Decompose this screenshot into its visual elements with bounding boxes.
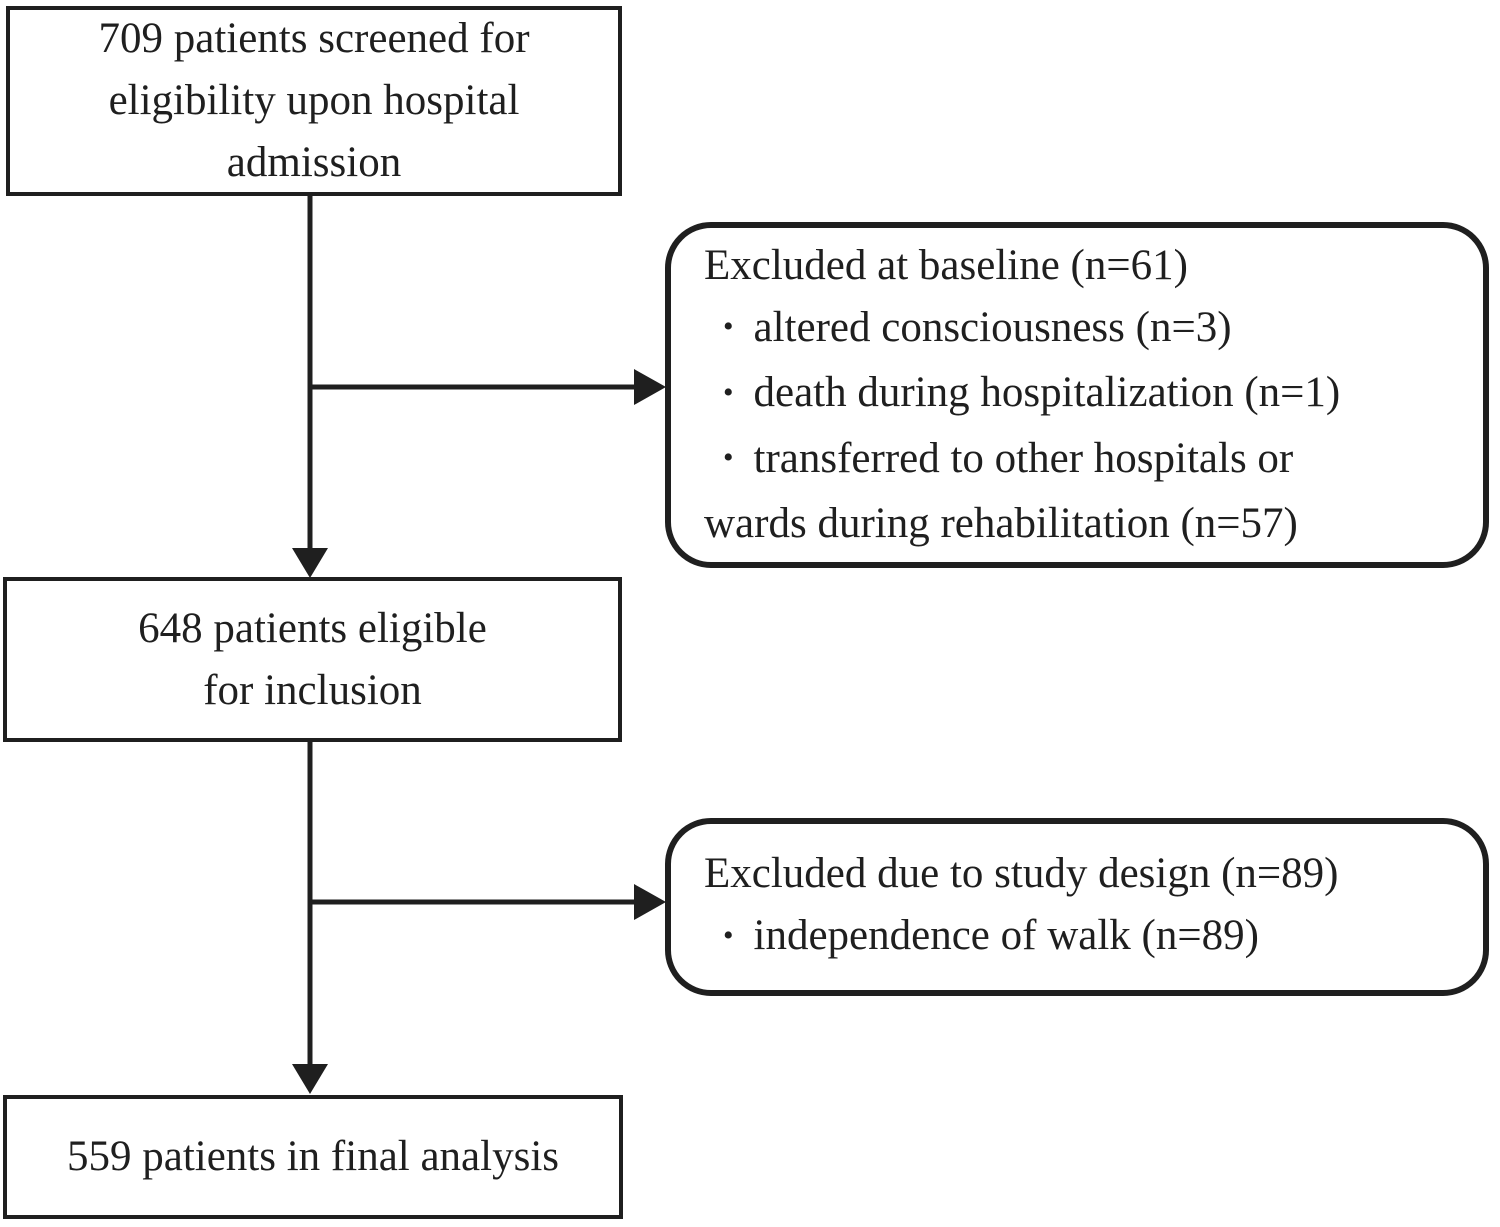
bullet-icon: • (723, 918, 734, 952)
excluded-baseline-title: Excluded at baseline (n=61) (704, 242, 1188, 290)
node-excluded-baseline: Excluded at baseline (n=61) • altered con… (665, 222, 1489, 568)
arrowhead-right-baseline-icon (634, 369, 666, 405)
excluded-baseline-item: • altered consciousness (n=3) (704, 297, 1473, 362)
node-screened-line-1: 709 patients screened for (98, 15, 530, 62)
excluded-baseline-item-text: transferred to other hospitals or (753, 434, 1294, 482)
arrowhead-down-final-icon (292, 1064, 328, 1094)
bullet-icon: • (723, 375, 734, 409)
node-eligible-line-2: for inclusion (203, 666, 422, 714)
excluded-design-item-text: independence of walk (n=89) (753, 912, 1259, 960)
bullet-icon: • (723, 310, 734, 344)
node-eligible-line-1: 648 patients eligible (138, 604, 487, 652)
arrowhead-down-eligible-icon (292, 548, 328, 578)
excluded-baseline-item-text: altered consciousness (n=3) (753, 304, 1232, 352)
excluded-design-item: • independence of walk (n=89) (704, 905, 1473, 970)
node-final-analysis: 559 patients in final analysis (3, 1095, 623, 1219)
excluded-design-title: Excluded due to study design (n=89) (704, 850, 1339, 898)
node-screened: 709 patients screened for eligibility up… (6, 6, 622, 196)
excluded-baseline-item-text: death during hospitalization (n=1) (753, 369, 1341, 417)
arrowhead-right-design-icon (634, 884, 666, 920)
bullet-icon: • (723, 440, 734, 474)
node-excluded-design: Excluded due to study design (n=89) • ind… (665, 818, 1489, 996)
node-screened-line-2: eligibility upon hospital (108, 77, 520, 124)
node-screened-line-3: admission (226, 139, 402, 186)
excluded-baseline-item-continuation: wards during rehabilitation (n=57) (704, 499, 1298, 547)
excluded-baseline-item: • death during hospitalization (n=1) (704, 362, 1473, 427)
excluded-baseline-item: • transferred to other hospitals or (704, 428, 1473, 493)
node-eligible: 648 patients eligible for inclusion (3, 577, 622, 742)
node-final-line-1: 559 patients in final analysis (66, 1133, 560, 1180)
